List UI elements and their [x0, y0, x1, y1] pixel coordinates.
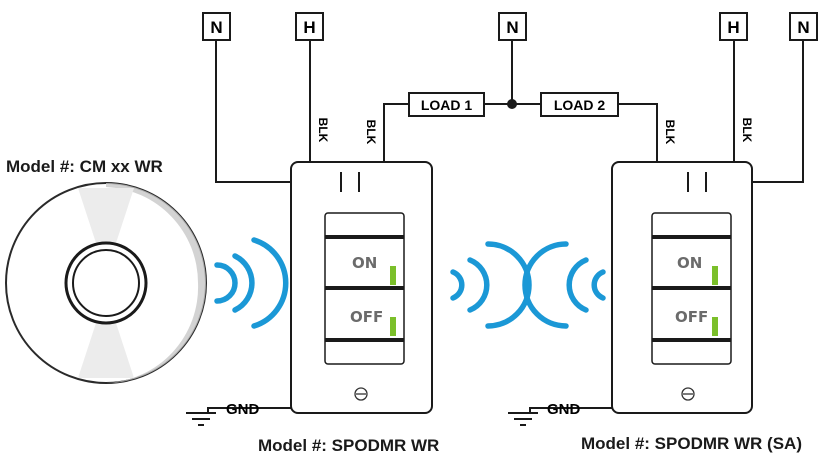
blk-label: BLK — [316, 118, 330, 143]
terminal-label: N — [797, 18, 809, 37]
led-indicator-icon — [712, 266, 718, 285]
terminal-label: H — [727, 18, 739, 37]
load-2-label: LOAD 2 — [554, 97, 606, 113]
led-indicator-icon — [390, 317, 396, 336]
right-switch-model-label: Model #: SPODMR WR (SA) — [581, 434, 802, 453]
terminal-left-neutral: N — [202, 12, 231, 41]
left-switch-model-label: Model #: SPODMR WR — [258, 436, 439, 455]
blk-label: BLK — [740, 118, 754, 143]
terminal-center-neutral: N — [498, 12, 527, 41]
led-indicator-icon — [390, 266, 396, 285]
screw-icon — [354, 387, 368, 401]
ground-symbol-icon — [186, 407, 291, 426]
terminal-label: N — [506, 18, 518, 37]
terminal-left-hot: H — [295, 12, 324, 41]
terminal-right-hot: H — [719, 12, 748, 41]
blk-label: BLK — [663, 120, 677, 145]
blk-label: BLK — [364, 120, 378, 145]
on-button-label: ON — [352, 254, 377, 272]
relay-contact-icon — [340, 172, 360, 192]
on-button[interactable]: ON — [653, 239, 730, 286]
load-1-box: LOAD 1 — [408, 92, 485, 117]
on-button[interactable]: ON — [326, 239, 403, 286]
led-indicator-icon — [712, 317, 718, 336]
load-2-box: LOAD 2 — [540, 92, 619, 117]
ground-symbol-icon — [508, 407, 612, 426]
left-switch: ON OFF — [290, 161, 433, 414]
off-button-label: OFF — [675, 308, 708, 326]
right-neutral-wire — [752, 40, 804, 183]
off-button[interactable]: OFF — [653, 290, 730, 338]
on-button-label: ON — [677, 254, 702, 272]
junction-dot — [507, 99, 517, 109]
right-hot-wire — [707, 40, 735, 183]
load-1-label: LOAD 1 — [421, 97, 473, 113]
terminal-right-neutral: N — [789, 12, 818, 41]
off-button-label: OFF — [350, 308, 383, 326]
gnd-label: GND — [547, 401, 581, 418]
gnd-label: GND — [226, 401, 260, 418]
ceiling-sensor-icon — [5, 182, 207, 384]
wireless-signal-icon — [522, 241, 606, 329]
sensor-model-label: Model #: CM xx WR — [6, 157, 163, 176]
wiring — [215, 40, 804, 183]
screw-icon — [681, 387, 695, 401]
left-hot-wire — [309, 40, 341, 183]
relay-contact-icon — [687, 172, 707, 192]
terminal-label: N — [210, 18, 222, 37]
left-neutral-wire — [215, 40, 291, 183]
off-button[interactable]: OFF — [326, 290, 403, 338]
wireless-signal-icon — [214, 237, 289, 329]
right-switch: ON OFF — [611, 161, 753, 414]
terminal-label: H — [303, 18, 315, 37]
wireless-signal-icon — [450, 241, 532, 329]
